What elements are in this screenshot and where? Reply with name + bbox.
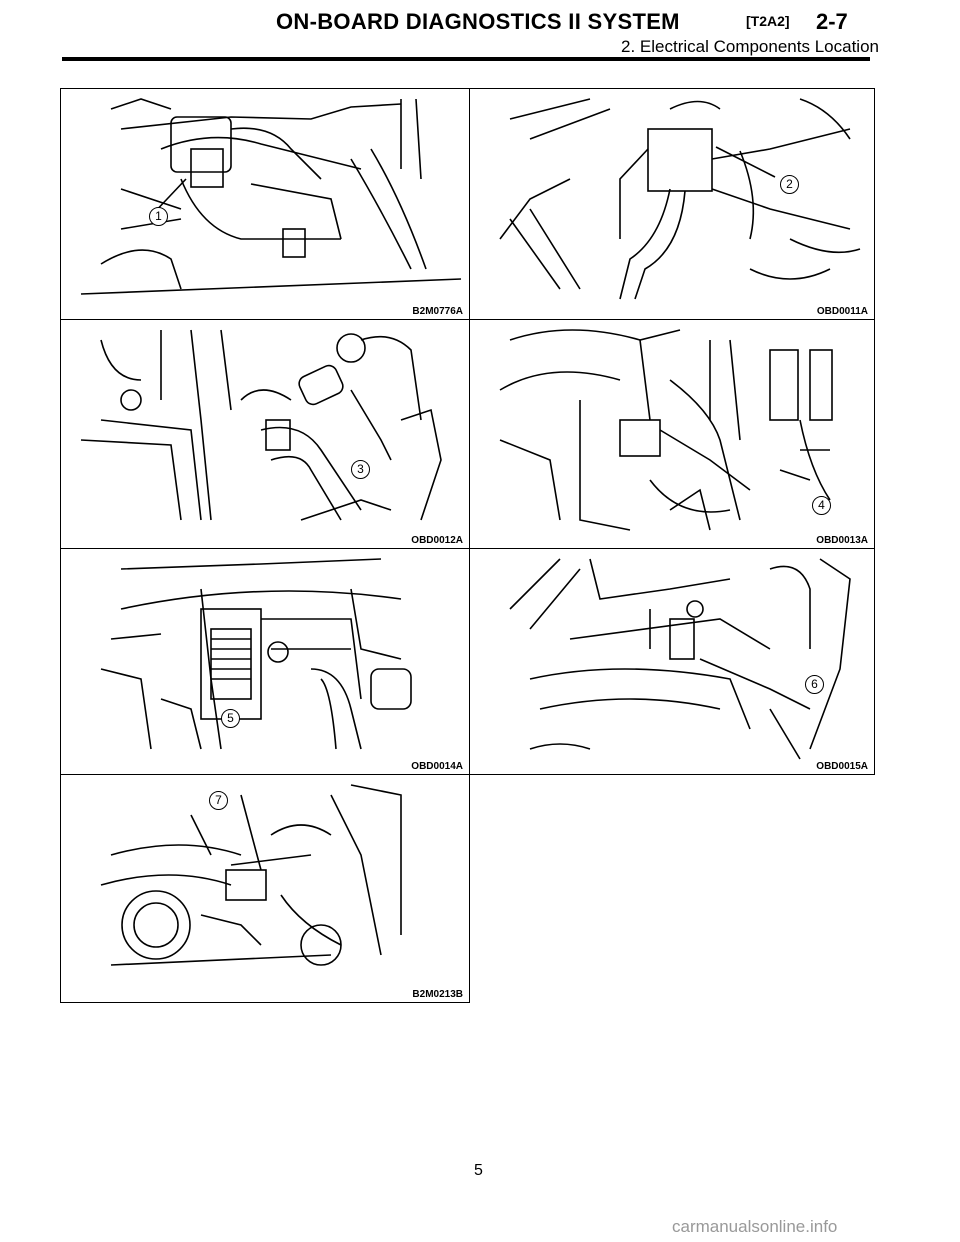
engine-drawing-4 <box>499 329 833 531</box>
page-code: 2-7 <box>816 9 848 34</box>
watermark[interactable]: carmanualsonline.info <box>672 1217 838 1236</box>
engine-drawing-6 <box>509 558 851 760</box>
figure-panel-3: 3 OBD0012A <box>60 319 470 549</box>
header-rule <box>62 57 870 61</box>
figure-panel-7: 7 B2M0213B <box>60 774 470 1003</box>
engine-drawing-5 <box>100 558 412 750</box>
figure-code-3: OBD0012A <box>411 535 463 546</box>
figure-code-1: B2M0776A <box>412 306 463 317</box>
figure-code-6: OBD0015A <box>816 761 868 772</box>
callout-2: 2 <box>780 175 799 194</box>
figure-panel-5: 5 OBD0014A <box>60 548 470 775</box>
section-subtitle: 2. Electrical Components Location <box>621 37 879 56</box>
figure-code-5: OBD0014A <box>411 761 463 772</box>
callout-5: 5 <box>221 709 240 728</box>
figure-panel-1: 1 B2M0776A <box>60 88 470 320</box>
engine-drawing-2 <box>499 98 861 300</box>
callout-1: 1 <box>149 207 168 226</box>
figure-panel-6: 6 OBD0015A <box>469 548 875 775</box>
engine-drawing-3 <box>80 329 442 521</box>
callout-4: 4 <box>812 496 831 515</box>
figure-code-7: B2M0213B <box>412 989 463 1000</box>
figure-code-2: OBD0011A <box>816 306 868 317</box>
figure-code-4: OBD0013A <box>816 535 868 546</box>
callout-3: 3 <box>351 460 370 479</box>
engine-drawing-7 <box>100 784 402 966</box>
figure-grid: 1 B2M0776A 2 OBD0011A <box>60 88 875 1003</box>
page-number: 5 <box>474 1162 483 1179</box>
callout-7: 7 <box>209 791 228 810</box>
engine-drawing-1 <box>80 98 462 295</box>
callout-6: 6 <box>805 675 824 694</box>
page-title: ON-BOARD DIAGNOSTICS II SYSTEM <box>276 9 680 34</box>
section-code: [T2A2] <box>746 13 790 29</box>
figure-panel-4: 4 OBD0013A <box>469 319 875 549</box>
figure-panel-2: 2 OBD0011A <box>469 88 875 320</box>
